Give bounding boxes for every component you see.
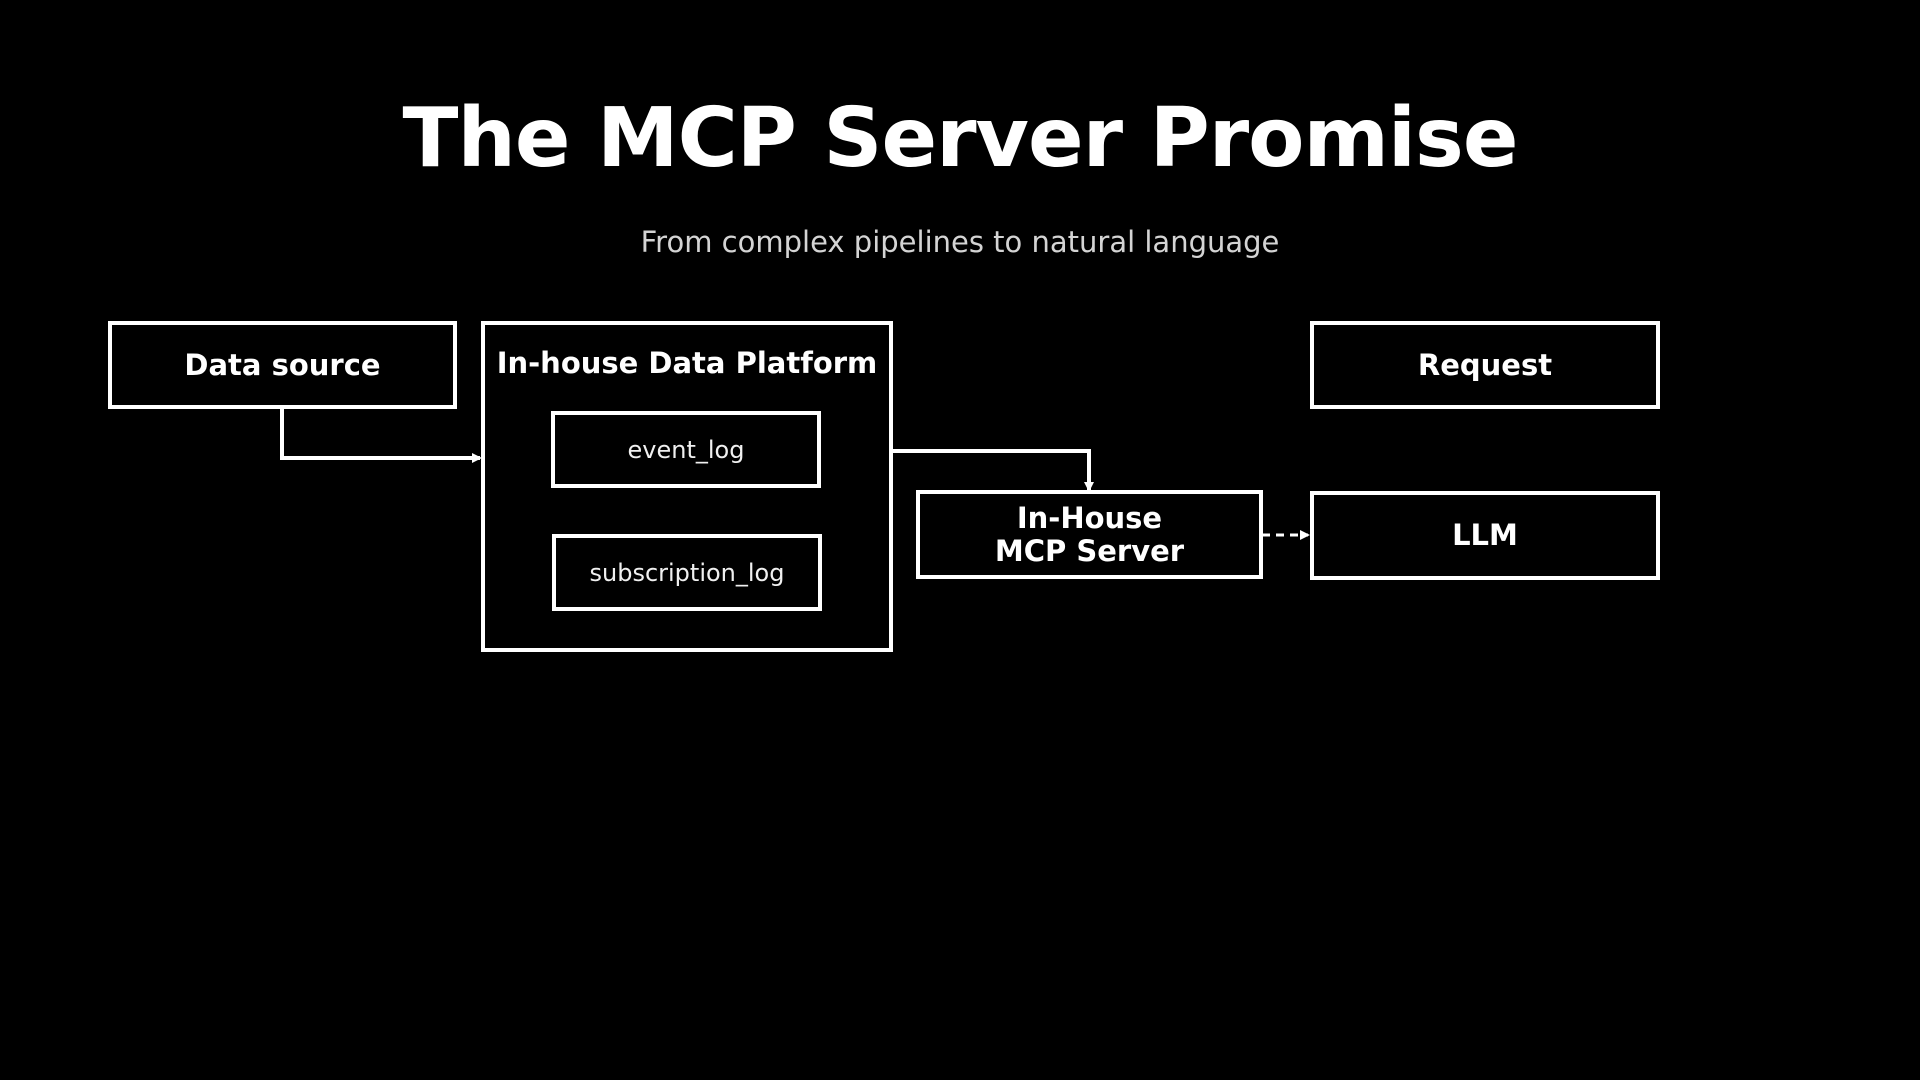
slide-subtitle: From complex pipelines to natural langua… xyxy=(640,225,1280,259)
subscription-log-label: subscription_log xyxy=(589,558,785,587)
llm-label: LLM xyxy=(1452,518,1518,553)
event-log-label: event_log xyxy=(627,435,745,464)
event-log-table: event_log xyxy=(551,411,821,488)
mcp-server-label: In-House MCP Server xyxy=(994,500,1185,568)
data-source-node: Data source xyxy=(108,321,457,409)
data-source-label: Data source xyxy=(184,347,381,382)
edge-data-source-to-platform xyxy=(280,408,482,463)
data-platform-label: In-house Data Platform xyxy=(496,346,878,380)
request-label: Request xyxy=(1417,347,1553,382)
slide-title: The MCP Server Promise xyxy=(402,91,1519,186)
mcp-server-node: In-House MCP Server xyxy=(916,490,1263,579)
request-node: Request xyxy=(1310,321,1660,409)
llm-node: LLM xyxy=(1310,491,1660,580)
edge-platform-to-mcp-server xyxy=(891,449,1094,492)
subscription-log-table: subscription_log xyxy=(552,534,822,611)
